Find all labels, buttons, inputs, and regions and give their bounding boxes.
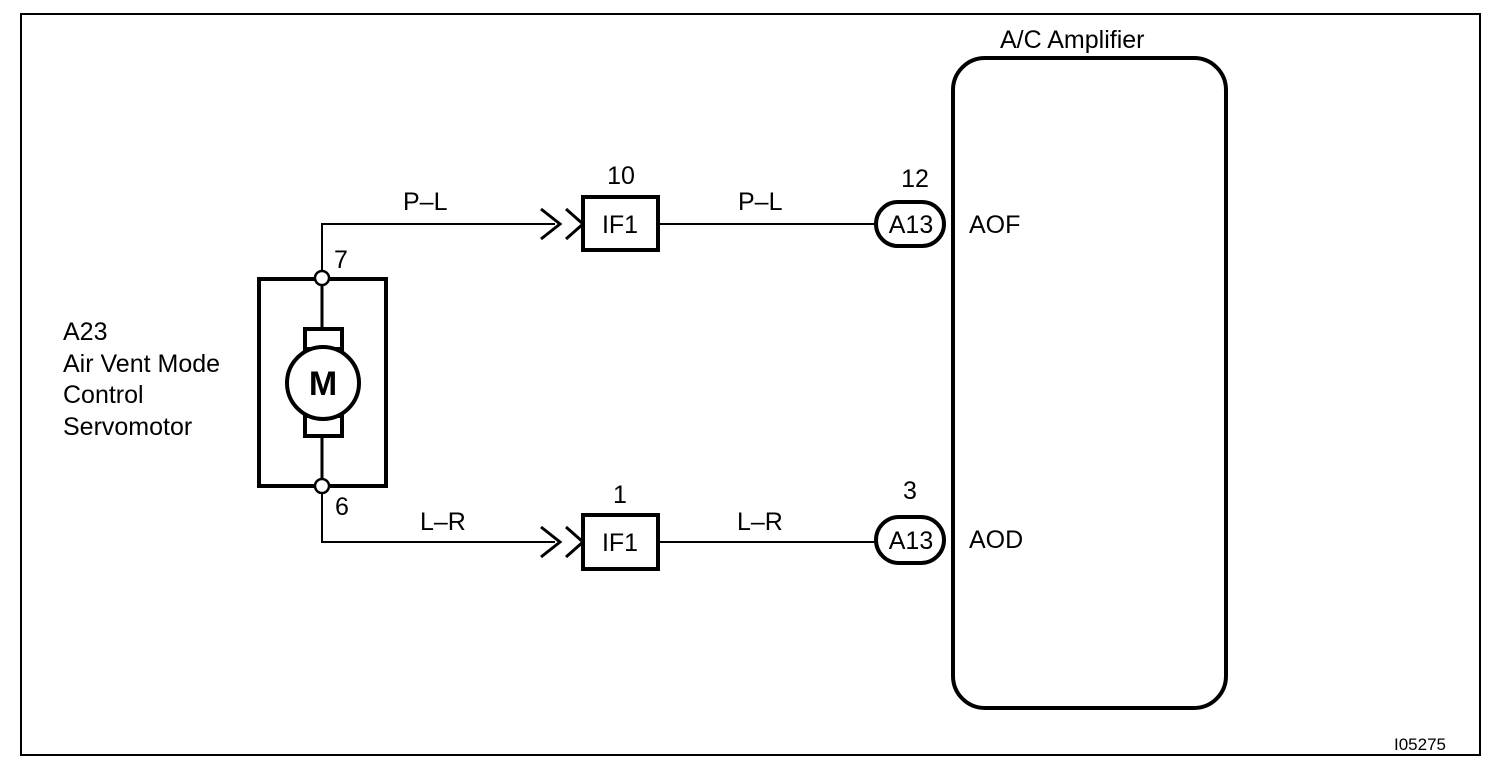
lower-wire-left: [321, 493, 555, 543]
lower-amp-pin: 3: [903, 477, 917, 505]
lower-connector-pin: 1: [613, 481, 627, 509]
servomotor-label-line-1: A23: [63, 318, 107, 346]
lower-wire-right-label: L–R: [737, 508, 783, 536]
upper-circuit: P–L IF1 10 P–L A13 12 AOF: [321, 162, 1020, 271]
upper-wire-left-label: P–L: [403, 188, 448, 216]
lower-connector-box: [581, 513, 660, 571]
servomotor-label-line-3: Control: [63, 381, 144, 409]
lower-connector-label: IF1: [602, 529, 638, 557]
motor-icon: [285, 345, 361, 421]
pin-6-label: 6: [335, 493, 349, 521]
servomotor-label-line-4: Servomotor: [63, 413, 192, 441]
lower-circuit: L–R IF1 1 L–R A13 3 AOD: [321, 477, 1023, 571]
upper-connector-label: IF1: [602, 211, 638, 239]
servomotor-label-line-2: Air Vent Mode: [63, 350, 220, 378]
upper-connector-entry-icon: [565, 207, 586, 241]
upper-amp-pin: 12: [901, 165, 929, 193]
pin-7-label: 7: [334, 246, 348, 274]
amplifier-title: A/C Amplifier: [1000, 26, 1144, 54]
upper-connector-box: [581, 195, 660, 252]
lower-terminal-label: AOD: [969, 526, 1023, 554]
diagram-frame: [20, 13, 1481, 756]
lower-amp-connector: [874, 515, 946, 565]
lower-connector-entry-icon: [565, 525, 586, 559]
figure-id: I05275: [1394, 735, 1446, 754]
amplifier-box: [951, 56, 1228, 710]
upper-wire-right-label: P–L: [738, 188, 783, 216]
upper-arrow-icon: [540, 207, 563, 241]
upper-amp-connector-label: A13: [889, 211, 933, 239]
servomotor-label: A23 Air Vent Mode Control Servomotor: [63, 318, 220, 441]
pin-7-node: [313, 269, 331, 287]
motor-symbol: M: [309, 365, 337, 403]
pin-6-node: [313, 477, 331, 495]
lower-wire-left-label: L–R: [420, 508, 466, 536]
upper-amp-connector: [874, 200, 946, 248]
upper-connector-pin: 10: [607, 162, 635, 190]
lower-amp-connector-label: A13: [889, 527, 933, 555]
upper-terminal-label: AOF: [969, 211, 1020, 239]
upper-wire-left: [321, 223, 555, 271]
lower-arrow-icon: [540, 525, 563, 559]
